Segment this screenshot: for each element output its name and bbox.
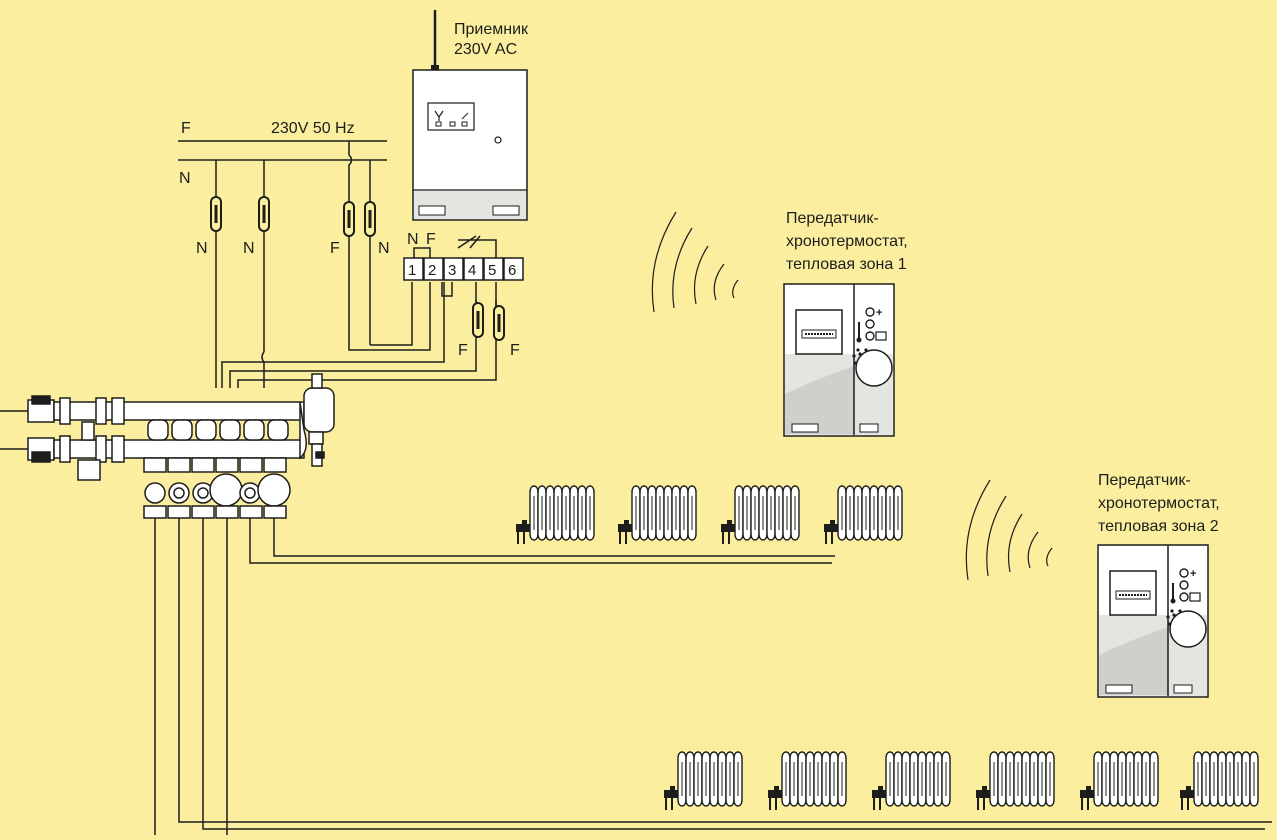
fuse-label-1: F: [458, 342, 468, 359]
mains-spec-label: 230V 50 Hz: [271, 120, 355, 137]
zone1-radiators: [515, 485, 903, 545]
drop-label-3: F: [330, 240, 340, 257]
zone2-radiators: [663, 751, 1259, 811]
heating-pipes: [154, 518, 1272, 835]
heating-manifold: [0, 373, 335, 519]
receiver-unit: [412, 10, 528, 221]
terminal-1: 1: [408, 262, 416, 279]
terminal-block: [403, 257, 524, 281]
terminal-top-label-n: N: [407, 231, 419, 248]
drop-label-1: N: [196, 240, 208, 257]
thermostat-zone2: [1097, 544, 1209, 698]
fuse-label-2: F: [510, 342, 520, 359]
wireless-signal-icon-zone1: [651, 211, 739, 313]
zone2-label-line2: хронотермостат,: [1098, 495, 1220, 512]
terminal-4: 4: [468, 262, 476, 279]
mains-phase-label: F: [181, 120, 191, 137]
drop-label-2: N: [243, 240, 255, 257]
terminal-3: 3: [448, 262, 456, 279]
terminal-6: 6: [508, 262, 516, 279]
zone1-label-line3: тепловая зона 1: [786, 256, 907, 273]
terminal-top-label-f: F: [426, 231, 436, 248]
thermostat-zone1: [783, 283, 895, 437]
zone1-label-line1: Передатчик-: [786, 210, 879, 227]
zone2-label-line3: тепловая зона 2: [1098, 518, 1219, 535]
mains-lines: [178, 140, 387, 161]
receiver-label-line2: 230V AC: [454, 41, 517, 58]
terminal-5: 5: [488, 262, 496, 279]
zone1-label-line2: хронотермостат,: [786, 233, 908, 250]
receiver-label-line1: Приемник: [454, 21, 529, 38]
terminal-2: 2: [428, 262, 436, 279]
zone2-label-line1: Передатчик-: [1098, 472, 1191, 489]
wireless-signal-icon-zone2: [965, 479, 1053, 581]
drop-label-4: N: [378, 240, 390, 257]
mains-neutral-label: N: [179, 170, 191, 187]
